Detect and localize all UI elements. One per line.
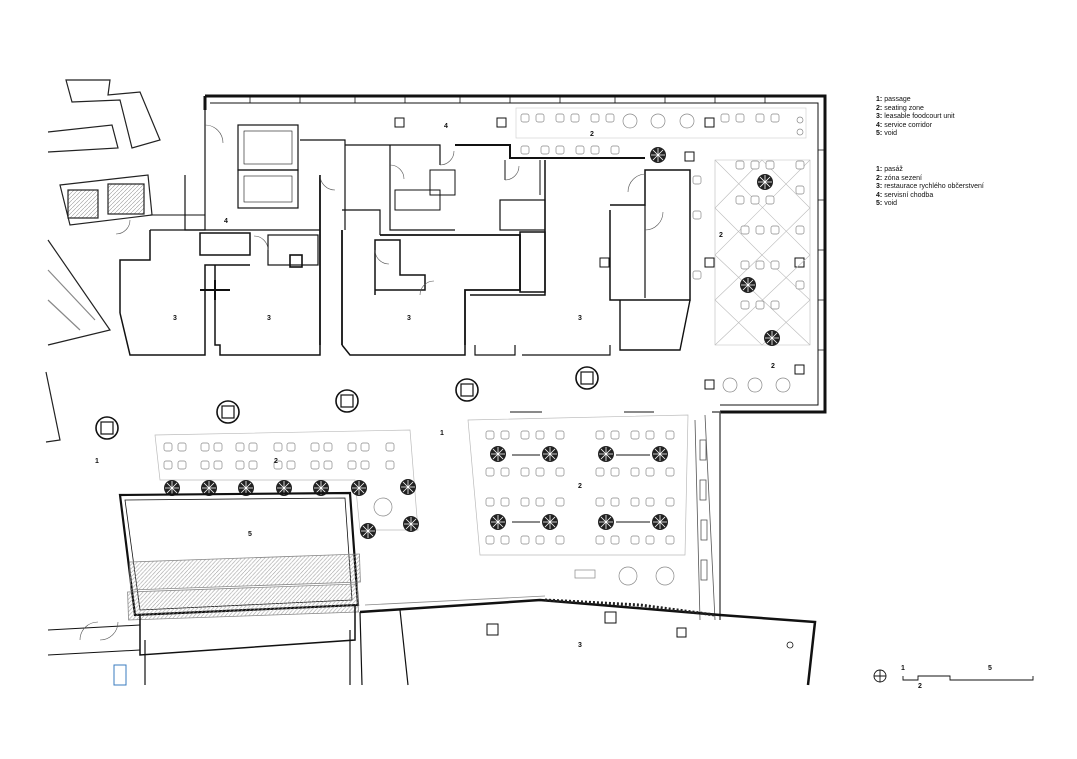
legend-row: 2: seating zone	[876, 104, 924, 112]
zone-labels: 4 2 4 3 3 3 3 2 2 1 1 2 2 5 3	[95, 123, 775, 649]
legend-row: 3: leasable foodcourt unit	[876, 113, 955, 121]
seating-zone-top	[515, 107, 807, 164]
legend-english: 1: passage 2: seating zone 3: leasable f…	[876, 96, 955, 139]
scale-label: 5	[988, 665, 992, 672]
legend-row: 5: void	[876, 130, 898, 138]
zone-label: 4	[224, 218, 228, 225]
legend-row: 5: void	[876, 200, 898, 208]
legend-row: 3: restaurace rychlého občerstvení	[876, 183, 984, 191]
legend-row: 2: zóna sezení	[876, 174, 922, 182]
zone-label: 2	[578, 483, 582, 490]
zone-label: 2	[771, 363, 775, 370]
zone-label: 2	[274, 458, 278, 465]
zone-label: 3	[407, 315, 411, 322]
scale-label: 2	[918, 683, 922, 690]
zone-label: 5	[248, 531, 252, 538]
seating-zone-center	[467, 411, 689, 586]
scale-bar: 1 2 5	[901, 665, 1034, 690]
legend-row: 1: passage	[876, 96, 911, 103]
legend-czech: 1: pasáž 2: zóna sezení 3: restaurace ry…	[876, 166, 984, 209]
east-planters	[694, 411, 721, 621]
north-building-walls	[115, 94, 827, 414]
zone-label: 3	[267, 315, 271, 322]
zone-label: 1	[440, 430, 444, 437]
zone-label: 3	[578, 642, 582, 649]
zone-label: 1	[95, 458, 99, 465]
seating-zone-left	[154, 429, 420, 540]
south-building	[47, 595, 817, 686]
zone-label: 4	[444, 123, 448, 130]
north-arrow-icon	[873, 669, 887, 683]
void-escalators	[118, 491, 361, 685]
passage-columns	[95, 366, 599, 440]
zone-label: 2	[590, 131, 594, 138]
legend-row: 4: servisní chodba	[876, 191, 934, 199]
legend-row: 1: pasáž	[876, 166, 903, 173]
zone-label: 3	[173, 315, 177, 322]
seating-zone-right	[692, 159, 811, 393]
zone-label: 2	[719, 232, 723, 239]
existing-building-fragment	[45, 79, 161, 443]
zone-label: 3	[578, 315, 582, 322]
legend-row: 4: service corridor	[876, 121, 933, 129]
scale-label: 1	[901, 665, 905, 672]
